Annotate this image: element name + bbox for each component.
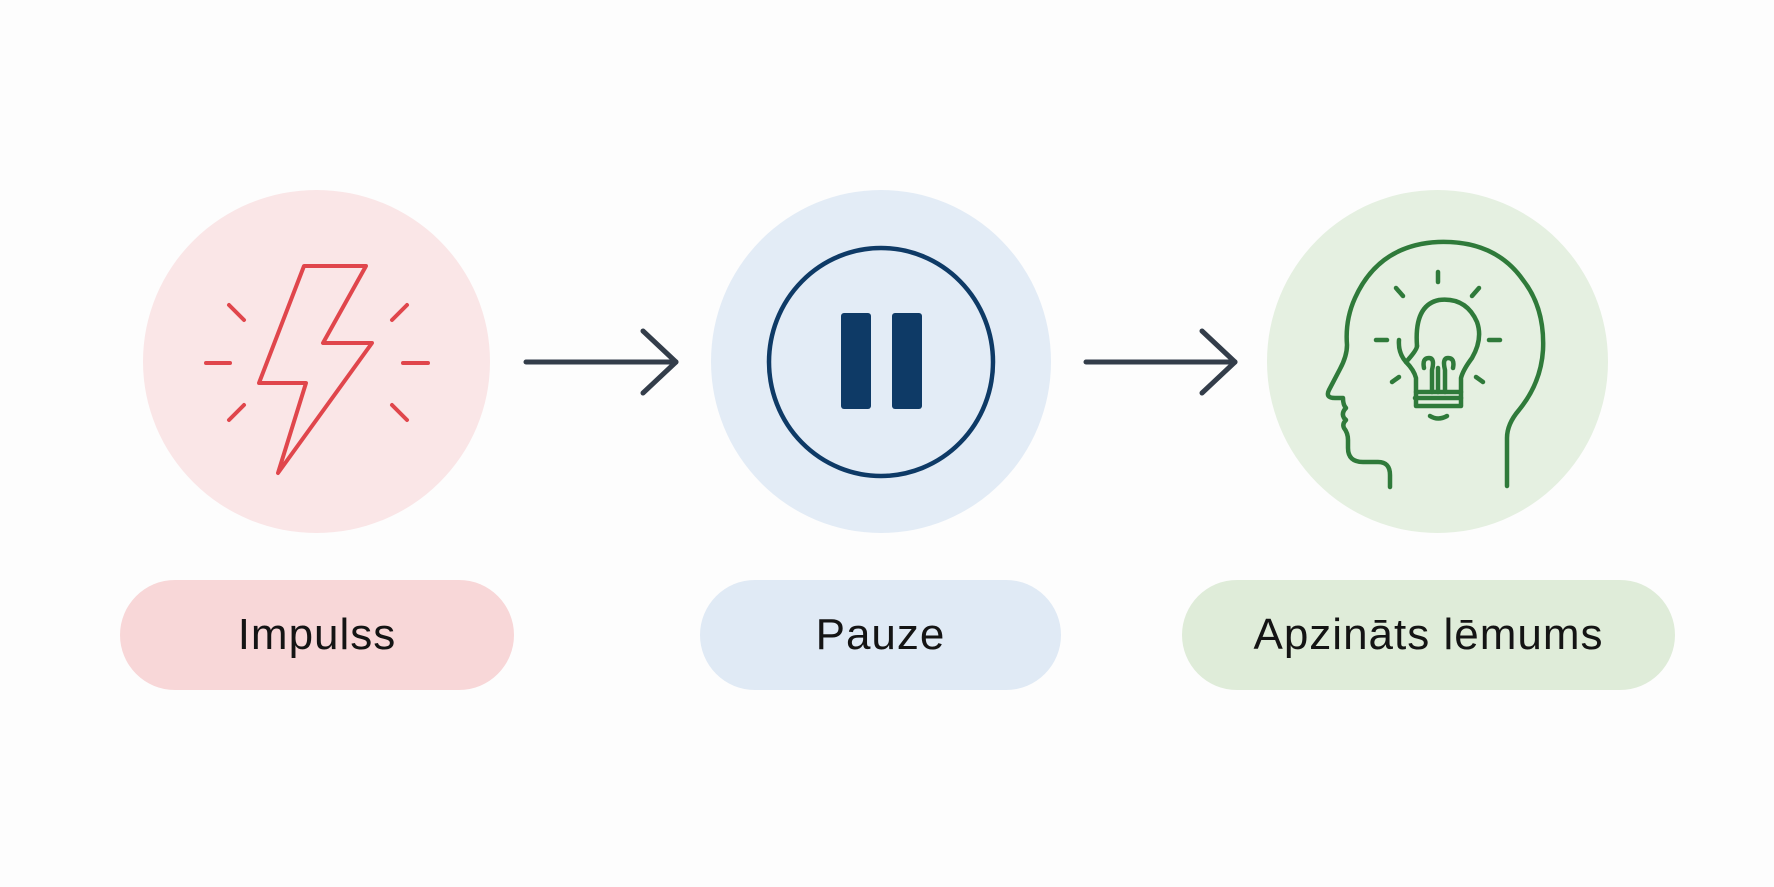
lightning-bolt-icon — [204, 264, 430, 475]
pause-icon — [766, 245, 996, 479]
impulse-circle — [143, 190, 490, 533]
label-impulse: Impulss — [120, 580, 514, 690]
pause-circle — [711, 190, 1051, 533]
arrow-right-icon — [1083, 328, 1238, 396]
head-lightbulb-icon — [1325, 239, 1546, 490]
label-pause: Pauze — [700, 580, 1061, 690]
decision-circle — [1267, 190, 1608, 533]
arrow-right-icon — [523, 328, 679, 396]
label-conscious-decision: Apzināts lēmums — [1182, 580, 1675, 690]
